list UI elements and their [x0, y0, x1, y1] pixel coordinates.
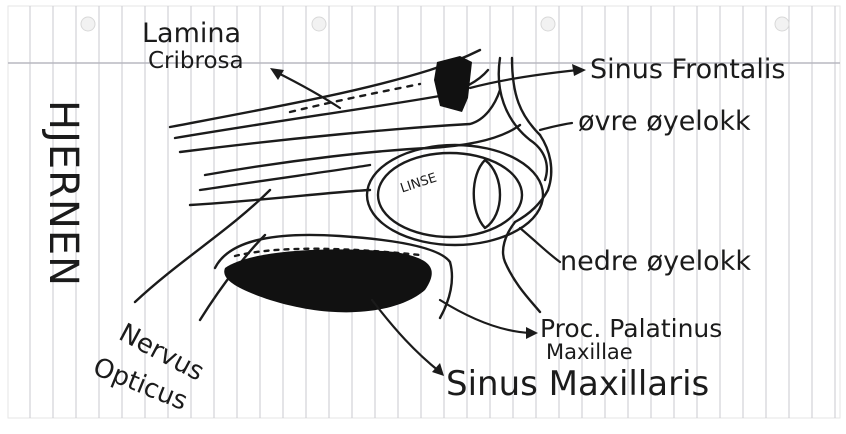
punch-hole: [775, 17, 789, 31]
punch-hole: [81, 17, 95, 31]
label-proc-palatinus-line1: Proc. Palatinus: [540, 314, 722, 343]
label-lamina-line1: Lamina: [142, 18, 241, 49]
label-nedre-oyelokk: nedre øyelokk: [560, 246, 751, 277]
label-sinus-maxillaris: Sinus Maxillaris: [446, 364, 709, 404]
punch-hole: [312, 17, 326, 31]
label-ovre-oyelokk: øvre øyelokk: [578, 106, 751, 137]
label-proc-palatinus-line2: Maxillae: [546, 340, 633, 364]
page-title: HJERNEN: [40, 100, 86, 287]
label-lamina-line2: Cribrosa: [148, 48, 244, 74]
label-sinus-frontalis: Sinus Frontalis: [590, 54, 785, 85]
punch-hole: [541, 17, 555, 31]
